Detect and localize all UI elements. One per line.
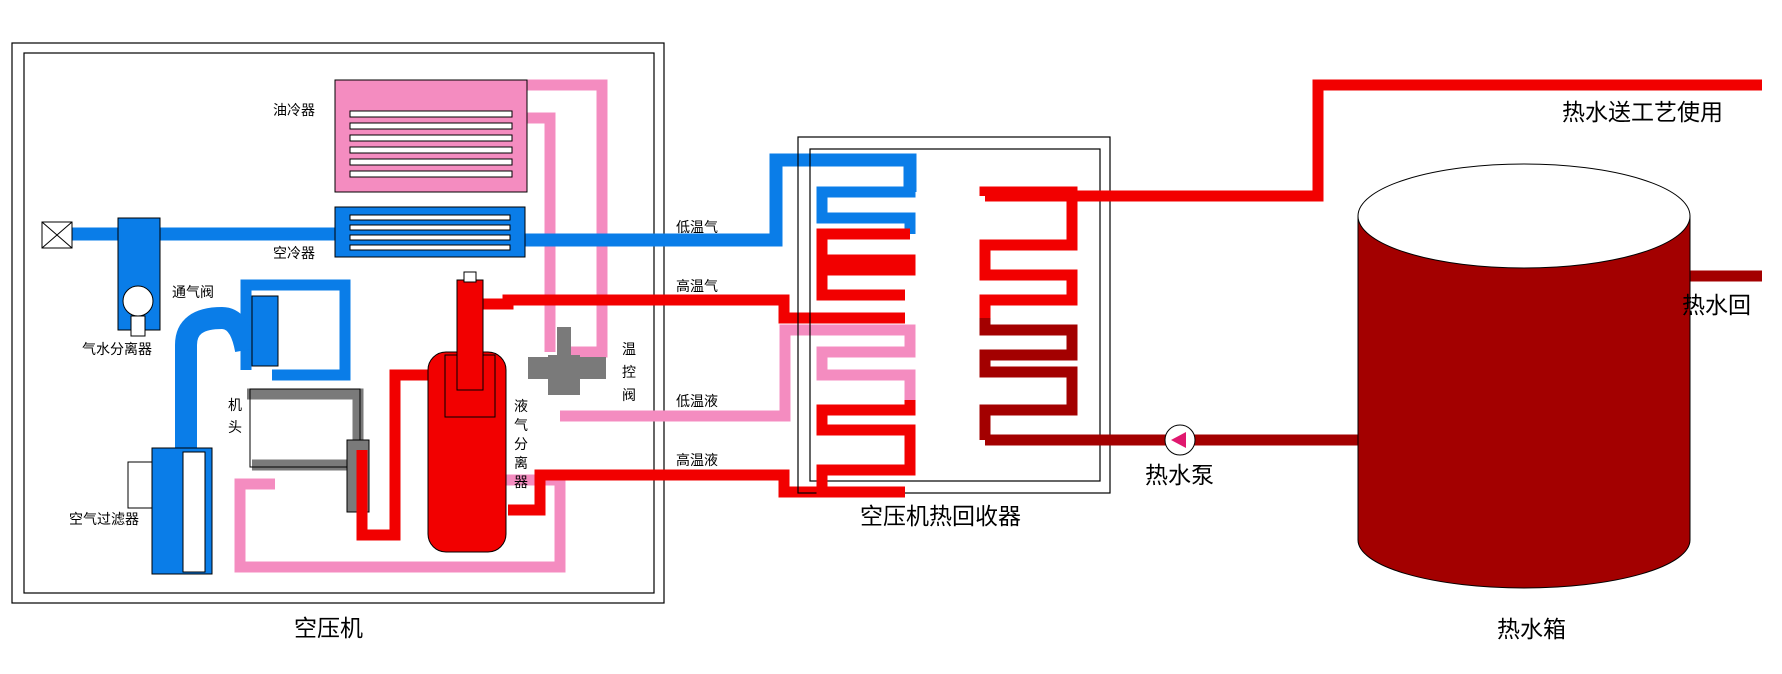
label-oil-cooler: 油冷器: [273, 103, 315, 119]
label-heat-recovery-unit: 空压机热回收器: [860, 504, 1021, 530]
label-high-temp-gas: 高温气: [676, 278, 718, 295]
heat-recovery-inner-frame: [809, 148, 1101, 482]
label-lgs-char: 气: [514, 418, 528, 434]
air-water-separator: [117, 217, 161, 337]
coil-water-return: [979, 318, 1078, 440]
vent-valve-block: [251, 295, 279, 367]
coil-air-high: [816, 228, 916, 301]
label-liquid-gas-separator: 液 气 分 离 器: [514, 399, 528, 491]
coil-water-hot: [979, 186, 1078, 318]
label-compressor: 空压机: [294, 616, 363, 642]
coil-oil-high: [816, 400, 916, 498]
coil-oil-low: [816, 324, 916, 400]
compressor-inner-frame: [23, 52, 655, 594]
label-air-filter: 空气过滤器: [69, 512, 139, 528]
label-tv-char: 温: [622, 342, 636, 358]
hot-water-tank: [1357, 163, 1691, 589]
heat-recovery-outer-frame: [797, 136, 1111, 494]
compressor-outer-frame: [11, 42, 665, 604]
air-filter: [127, 447, 213, 575]
label-hot-water-to-process: 热水送工艺使用: [1562, 100, 1723, 126]
oil-cooler: [334, 79, 528, 193]
label-vent-valve: 通气阀: [172, 285, 214, 301]
air-intake-icon: [41, 221, 73, 249]
label-lgs-char: 离: [514, 455, 528, 472]
label-hot-water-return: 热水回: [1682, 293, 1751, 319]
label-low-temp-liquid: 低温液: [676, 394, 718, 410]
liquid-gas-separator: [427, 271, 507, 553]
label-tv-char: 阀: [622, 388, 636, 404]
label-machine-head-2: 头: [228, 420, 242, 436]
compressor-unit: 油冷器 空冷器 通气阀 气水分离器 机 头 空气过滤器 液 气 分 离 器 温 …: [11, 42, 917, 642]
label-air-cooler: 空冷器: [273, 246, 315, 262]
label-low-temp-gas: 低温气: [676, 220, 718, 236]
air-cooler: [334, 206, 526, 258]
hot-oil-pipes: [356, 294, 905, 541]
thermostat-valve: [528, 327, 606, 395]
label-thermostat-valve: 温 控 阀: [622, 342, 636, 404]
pump-icon: [1171, 432, 1186, 448]
label-machine-head-1: 机: [228, 398, 242, 414]
oil-circuit-pipes: [234, 79, 840, 573]
label-hot-water-pump: 热水泵: [1145, 463, 1214, 489]
hot-water-pump: [1164, 424, 1196, 456]
label-lgs-char: 分: [514, 437, 528, 453]
coil-air-low: [816, 160, 916, 234]
label-lgs-char: 液: [514, 399, 528, 415]
label-hot-water-tank: 热水箱: [1497, 617, 1566, 643]
label-lgs-char: 器: [514, 475, 528, 491]
label-tv-char: 控: [622, 365, 636, 381]
label-air-water-separator: 气水分离器: [82, 341, 152, 358]
machine-head: [247, 388, 370, 513]
label-high-temp-liquid: 高温液: [676, 452, 718, 469]
